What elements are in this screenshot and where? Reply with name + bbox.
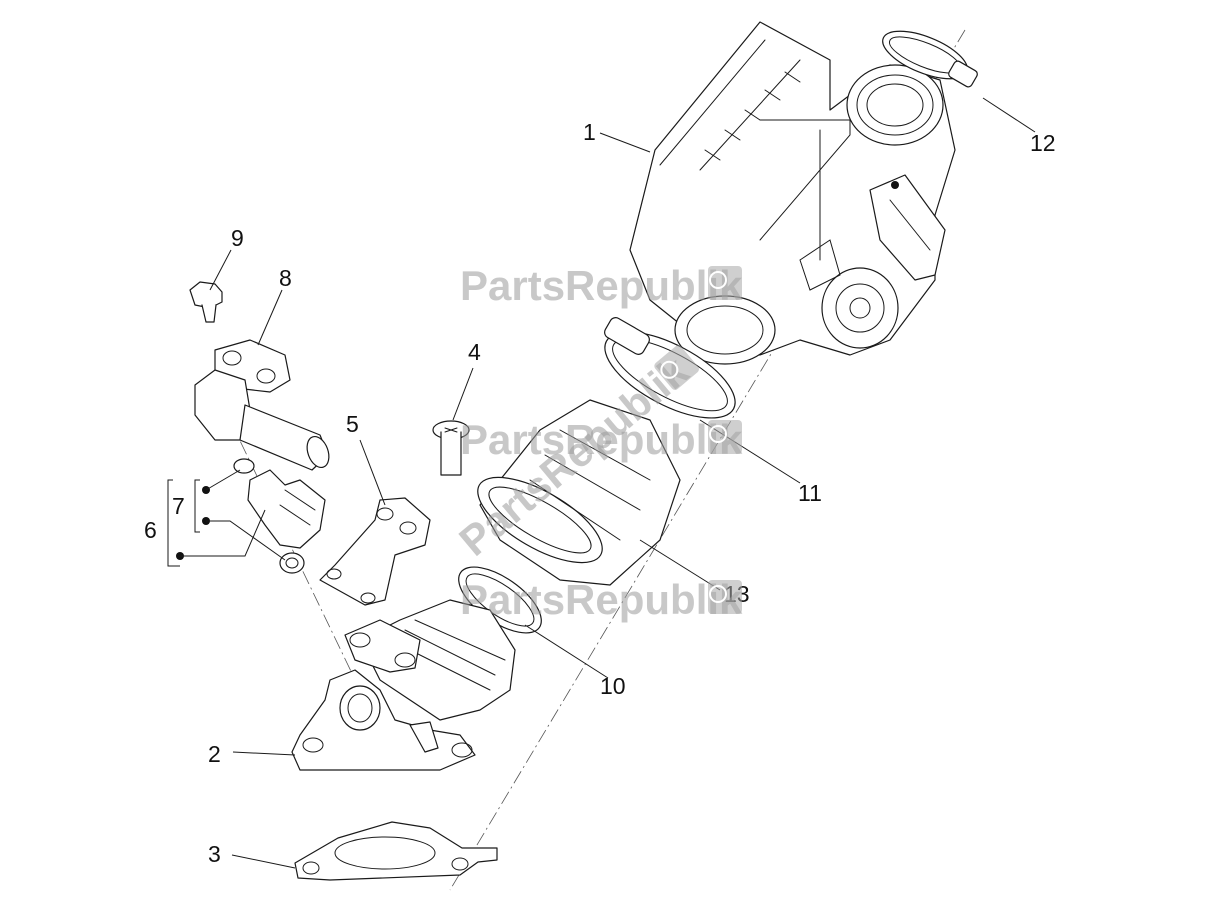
leader-lines (209, 97, 1036, 869)
hose-clamp-upper[interactable] (877, 21, 979, 88)
bracket[interactable] (319, 497, 431, 606)
gasket[interactable] (294, 821, 498, 881)
gear-icon (709, 425, 727, 443)
callout-1: 1 (583, 119, 596, 145)
callout-11: 11 (798, 480, 822, 506)
watermark-1: PartsRepublik (460, 262, 743, 309)
callout-3: 3 (208, 841, 221, 867)
screw[interactable] (432, 420, 470, 476)
callout-10: 10 (600, 673, 626, 699)
intake-sleeve[interactable] (465, 399, 681, 586)
group-brackets (167, 469, 286, 567)
intake-manifold[interactable] (291, 599, 516, 771)
sensor[interactable] (233, 458, 326, 574)
gear-icon (660, 360, 679, 379)
gear-icon (709, 585, 727, 603)
injector[interactable] (194, 339, 333, 471)
watermark-3: PartsRepublik (460, 576, 743, 623)
callout-4: 4 (468, 339, 481, 365)
callout-7: 7 (172, 493, 185, 519)
callout-6: 6 (144, 517, 157, 543)
throttle-body[interactable] (629, 21, 956, 365)
watermark-text: PartsRepublik (460, 262, 743, 309)
callout-8: 8 (279, 265, 292, 291)
callout-9: 9 (231, 225, 244, 251)
watermark-text: PartsRepublik (460, 416, 743, 463)
bolt[interactable] (189, 281, 223, 323)
gear-icon (709, 271, 727, 289)
watermark-text: PartsRepublik (460, 576, 743, 623)
watermark-2: PartsRepublik (460, 416, 743, 463)
callout-2: 2 (208, 741, 221, 767)
callout-12: 12 (1030, 130, 1056, 156)
callout-5: 5 (346, 411, 359, 437)
